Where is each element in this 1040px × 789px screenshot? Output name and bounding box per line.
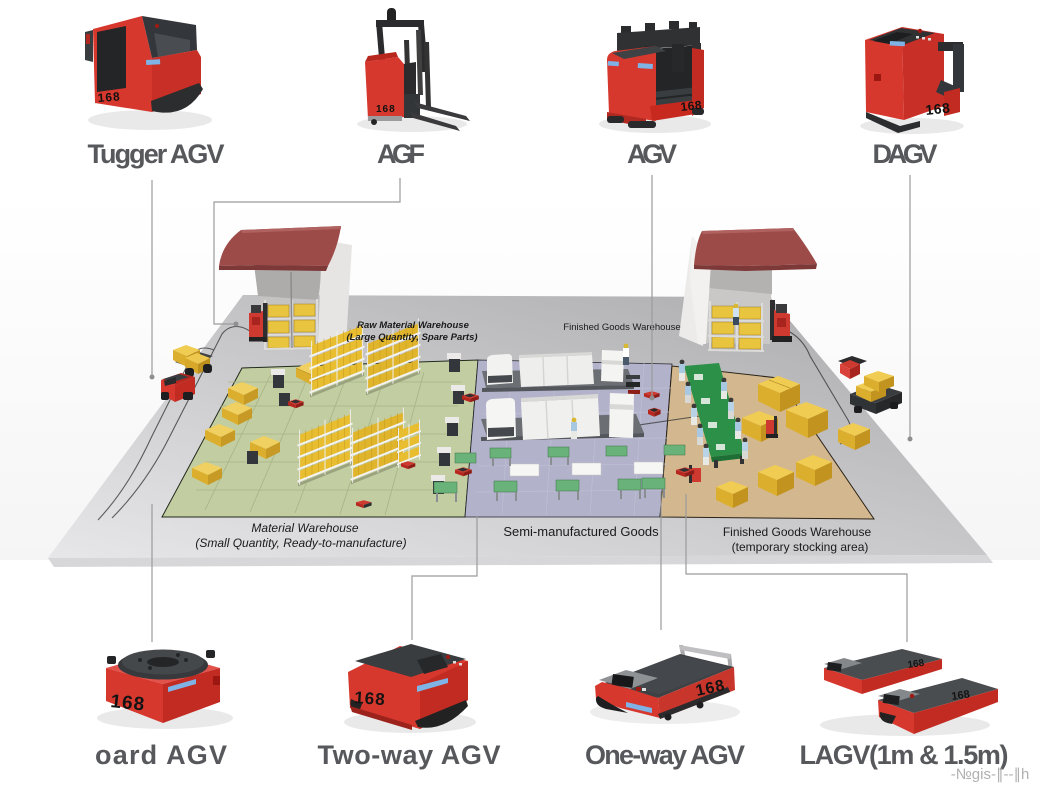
svg-text:168: 168	[97, 89, 121, 105]
svg-text:(temporary stocking area): (temporary stocking area)	[732, 540, 869, 554]
svg-text:Semi-manufactured Goods: Semi-manufactured Goods	[503, 524, 659, 539]
svg-text:168: 168	[694, 677, 727, 700]
svg-text:Tugger AGV: Tugger AGV	[88, 139, 225, 169]
svg-text:168: 168	[925, 99, 951, 118]
svg-text:Two-way AGV: Two-way AGV	[318, 740, 501, 770]
svg-text:Finished Goods Warehouse: Finished Goods Warehouse	[723, 525, 872, 539]
svg-text:168: 168	[354, 688, 387, 709]
svg-text:168: 168	[109, 691, 146, 716]
svg-text:One-way AGV: One-way AGV	[585, 740, 745, 770]
svg-text:168: 168	[680, 98, 703, 114]
svg-text:DAGV: DAGV	[873, 139, 938, 169]
svg-text:168: 168	[907, 658, 925, 671]
svg-text:(Large Quantity, Spare Parts): (Large Quantity, Spare Parts)	[346, 332, 477, 343]
svg-text:AGV: AGV	[627, 139, 677, 169]
svg-text:-№ɡis-∥--∥h: -№ɡis-∥--∥h	[951, 766, 1030, 783]
svg-text:Material Warehouse: Material Warehouse	[251, 521, 358, 535]
svg-text:LAGV(1m & 1.5m): LAGV(1m & 1.5m)	[800, 740, 1009, 770]
svg-text:168: 168	[376, 104, 396, 115]
svg-text:168: 168	[951, 689, 971, 703]
svg-text:Finished Goods Warehouse: Finished Goods Warehouse	[563, 322, 680, 333]
svg-text:Raw Material Warehouse: Raw Material Warehouse	[357, 320, 469, 331]
svg-text:AGF: AGF	[377, 139, 425, 169]
svg-text:oard AGV: oard AGV	[95, 740, 227, 770]
svg-text:(Small Quantity, Ready-to-manu: (Small Quantity, Ready-to-manufacture)	[195, 536, 406, 550]
